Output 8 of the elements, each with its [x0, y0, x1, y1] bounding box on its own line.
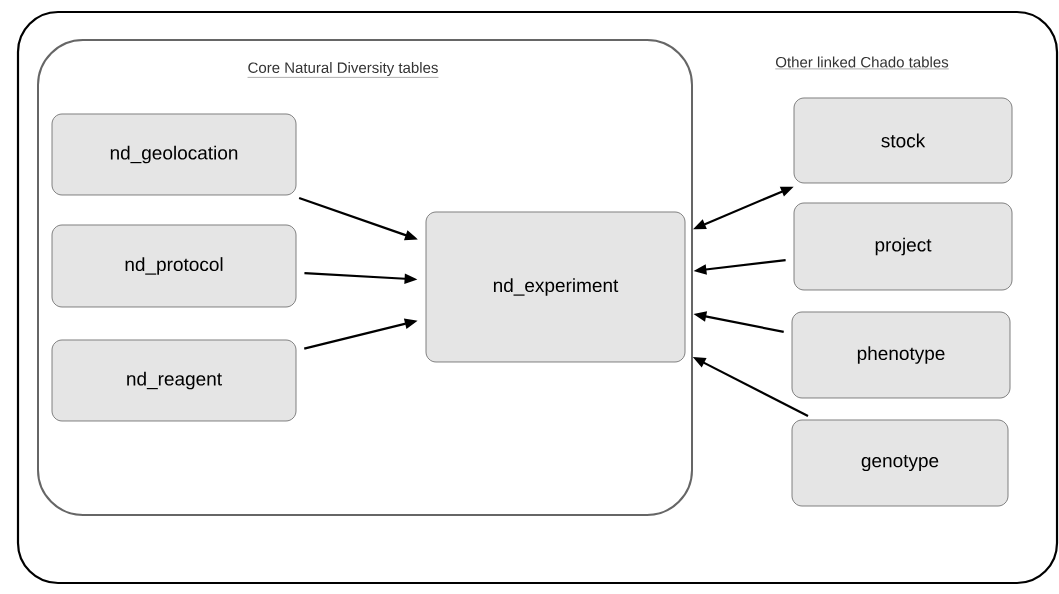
table-box: nd_geolocation — [51, 113, 297, 196]
table-box: nd_reagent — [51, 339, 297, 422]
table-box: phenotype — [791, 311, 1011, 399]
table-box: project — [793, 202, 1013, 291]
table-box: nd_protocol — [51, 224, 297, 308]
table-box: genotype — [791, 419, 1009, 507]
table-box: stock — [793, 97, 1013, 184]
table-box: nd_experiment — [425, 211, 686, 363]
